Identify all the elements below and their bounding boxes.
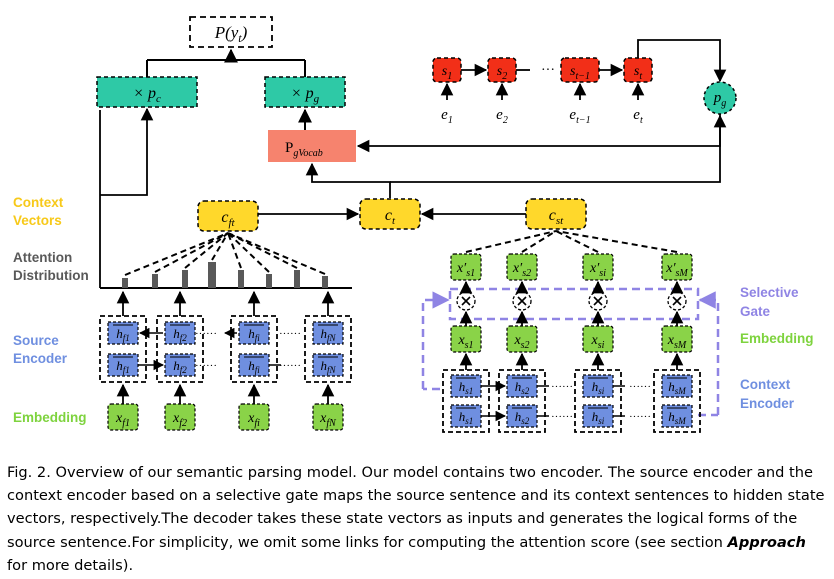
attention-bar: [238, 270, 244, 288]
attention-bar: [152, 274, 158, 288]
attention-bar: [208, 262, 216, 288]
attention-bar: [294, 270, 300, 288]
vocab-distribution-box: [268, 130, 356, 162]
attention-bar: [122, 278, 128, 288]
embedding-label-right: Embedding: [740, 331, 814, 346]
output-label: P(yt): [214, 23, 248, 45]
pg-to-vocab-line: [356, 114, 721, 153]
embedding-label-left: Embedding: [13, 410, 87, 425]
source-embedding: [238, 403, 270, 431]
context-encoder: hs1 hs2 hsi hsM hs1 hs2 hsi hsM ······ ·…: [442, 369, 701, 433]
decoder-ellipsis: ···: [541, 63, 555, 78]
pg-gate-label: × pg: [291, 85, 320, 105]
decoder-input-label: et: [633, 107, 643, 126]
source-ellipsis: ······: [279, 360, 301, 372]
pc-gate-label: × pc: [133, 85, 161, 105]
decoder-state: [432, 57, 462, 83]
decoder-state-label: st: [634, 64, 642, 82]
figure-caption: Fig. 2. Overview of our semantic parsing…: [7, 461, 829, 577]
cft-vector: [197, 200, 259, 232]
source-hidden-backward: [312, 321, 344, 345]
pc-gate: [96, 76, 198, 108]
attention-bar: [182, 270, 188, 288]
context-hidden: [661, 374, 693, 398]
caption-emphasis: Approach: [727, 533, 806, 551]
ct-to-vocab-line: [305, 162, 391, 198]
context-hidden: [661, 404, 693, 428]
caption-text-end: for more details).: [7, 556, 134, 574]
selected-embedding: [661, 253, 693, 281]
source-hidden-backward: [164, 321, 196, 345]
decoder-state-label: s2: [497, 64, 507, 82]
attention-bar: [322, 276, 328, 288]
decoder-input-label: e2: [496, 107, 508, 126]
context-ellipsis: ······: [551, 381, 573, 393]
source-ellipsis: ······: [195, 328, 217, 340]
source-encoder: hf1 hf2 hfi hfN hf1 hf2 hfi hfN ······ ·…: [99, 290, 352, 431]
selected-embedding: [582, 253, 614, 281]
selected-embedding: [506, 253, 538, 281]
pg-gate: [264, 76, 346, 108]
output-box: [189, 16, 273, 48]
source-embedding: [107, 403, 139, 431]
source-embedding: [164, 403, 196, 431]
decoder: s1 s2 st−1 st ··· e1 e2 et−1 et: [432, 57, 653, 126]
source-ellipsis: ······: [279, 328, 301, 340]
ct-label: ct: [385, 207, 396, 227]
selected-embedding: [450, 253, 482, 281]
context-attention-lines: [465, 230, 678, 253]
gate-multipliers: [456, 280, 687, 326]
source-embedding: [312, 403, 344, 431]
context-ellipsis: ······: [629, 381, 651, 393]
source-to-pc-arrow: [100, 107, 154, 196]
attention-bars: [122, 262, 328, 288]
model-diagram: P(yt) × pc × pg PgVocab s1 s2 st−1 st ··…: [13, 16, 814, 433]
selective-gate-box: [448, 287, 700, 321]
source-ellipsis: ······: [195, 360, 217, 372]
attention-bar: [266, 274, 272, 288]
context-embeddings: xs1 xs2 xsi xsM: [450, 325, 693, 370]
caption-text: Fig. 2. Overview of our semantic parsing…: [7, 464, 825, 551]
st-to-pg-line: [637, 39, 727, 83]
context-ellipsis: ······: [629, 411, 651, 423]
ct-vector: [359, 198, 421, 230]
decoder-input-label: e1: [441, 107, 453, 126]
context-embedding: [450, 325, 482, 353]
decoder-input-label: et−1: [569, 107, 590, 126]
context-embedding: [661, 325, 693, 353]
selected-embeddings: x′s1 x′s2 x′si x′sM: [450, 253, 693, 281]
context-embedding: [582, 325, 614, 353]
vocab-distribution-label: PgVocab: [285, 140, 323, 159]
source-hidden-backward: [107, 321, 139, 345]
source-hidden-backward: [238, 321, 270, 345]
ct-to-pg-line: [390, 114, 727, 183]
decoder-state-label: s1: [442, 64, 452, 82]
source-hidden-forward: [312, 353, 344, 377]
selective-gate-feedback-left: [421, 291, 450, 389]
context-embedding: [506, 325, 538, 353]
selective-gate-feedback: [698, 291, 720, 415]
gate-merge-lines: [146, 48, 306, 77]
decoder-state: [487, 57, 517, 83]
source-hidden-forward: [164, 353, 196, 377]
attention-dashed-lines: [124, 232, 326, 276]
context-ellipsis: ······: [551, 411, 573, 423]
